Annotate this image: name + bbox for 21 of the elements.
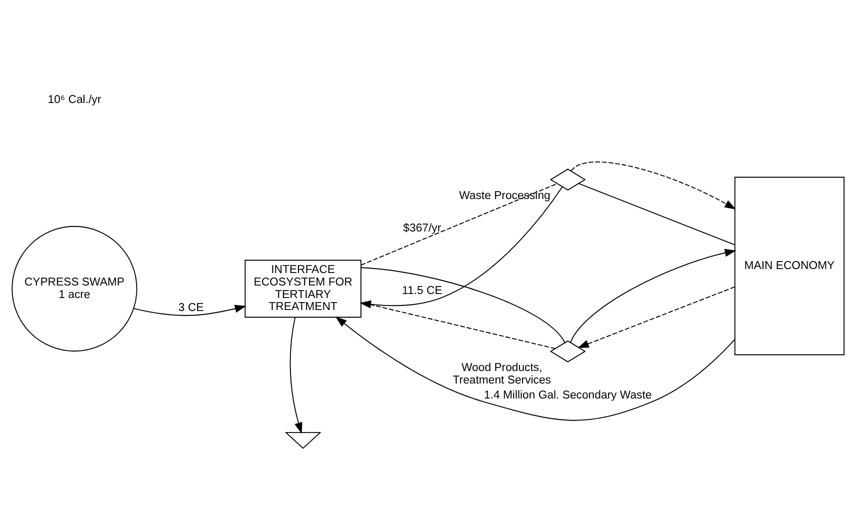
- arrow: [133, 304, 246, 316]
- node-ground: [284, 432, 322, 448]
- node-diamond: [550, 168, 586, 190]
- arrow: [290, 316, 302, 434]
- node-diamond: [550, 340, 586, 362]
- edge-label: 1.4 Million Gal. Secondary Waste: [484, 388, 652, 401]
- arrow: [577, 286, 736, 348]
- node-label: Wood Products, Treatment Services: [452, 361, 551, 386]
- connector: [360, 301, 556, 349]
- connector: [578, 182, 736, 245]
- node-box: INTERFACE ECOSYSTEM FOR TERTIARY TREATMENT: [244, 259, 362, 318]
- edge-label: 11.5 CE: [402, 284, 442, 297]
- node-circle: CYPRESS SWAMP 1 acre: [12, 225, 138, 352]
- arrow: [570, 161, 736, 209]
- arrow: [570, 248, 736, 342]
- label: 10⁶ Cal./yr: [48, 93, 102, 106]
- arrow: [335, 316, 736, 420]
- connector: [360, 182, 558, 266]
- edge-label: 3 CE: [178, 302, 204, 314]
- node-box: MAIN ECONOMY: [734, 176, 845, 355]
- edge-label: $367/yr: [403, 222, 442, 234]
